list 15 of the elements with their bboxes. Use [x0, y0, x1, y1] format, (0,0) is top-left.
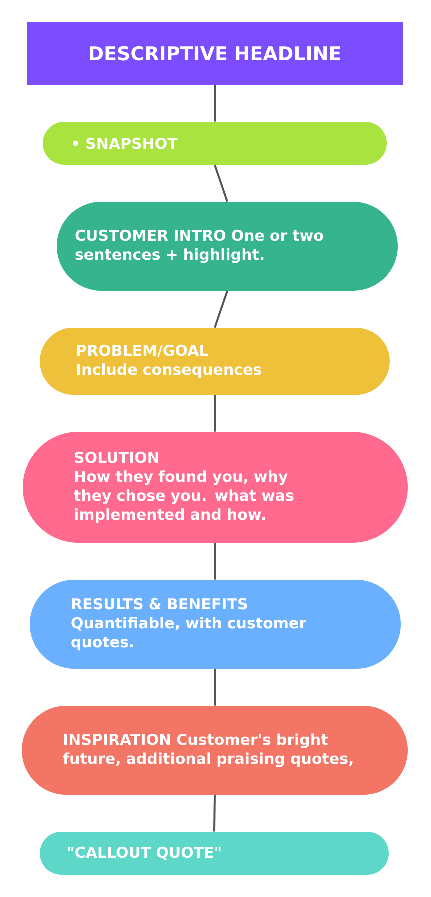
section-pill: INSPIRATION Customer's bright future, additional praising quotes,: [22, 706, 408, 795]
section-pill: RESULTS & BENEFITS Quantifiable, with customer quotes.: [30, 580, 401, 669]
section-pill: "CALLOUT QUOTE": [40, 832, 389, 875]
section-pill: SOLUTION How they found you, why they chose you. what was implemented and how.: [23, 432, 408, 543]
connector-line: [214, 164, 228, 202]
connector-line: [214, 290, 228, 328]
connector-line: [214, 543, 216, 580]
section-pill: • SNAPSHOT: [43, 122, 387, 166]
section-pill: CUSTOMER INTRO One or two sentences + highlight.: [57, 202, 398, 291]
connector-line: [214, 795, 216, 832]
connector-line: [214, 85, 216, 122]
headline-banner: DESCRIPTIVE HEADLINE: [27, 22, 403, 86]
connector-line: [214, 395, 216, 432]
connector-line: [214, 669, 216, 706]
section-pill: PROBLEM/GOAL Include consequences: [40, 328, 390, 395]
